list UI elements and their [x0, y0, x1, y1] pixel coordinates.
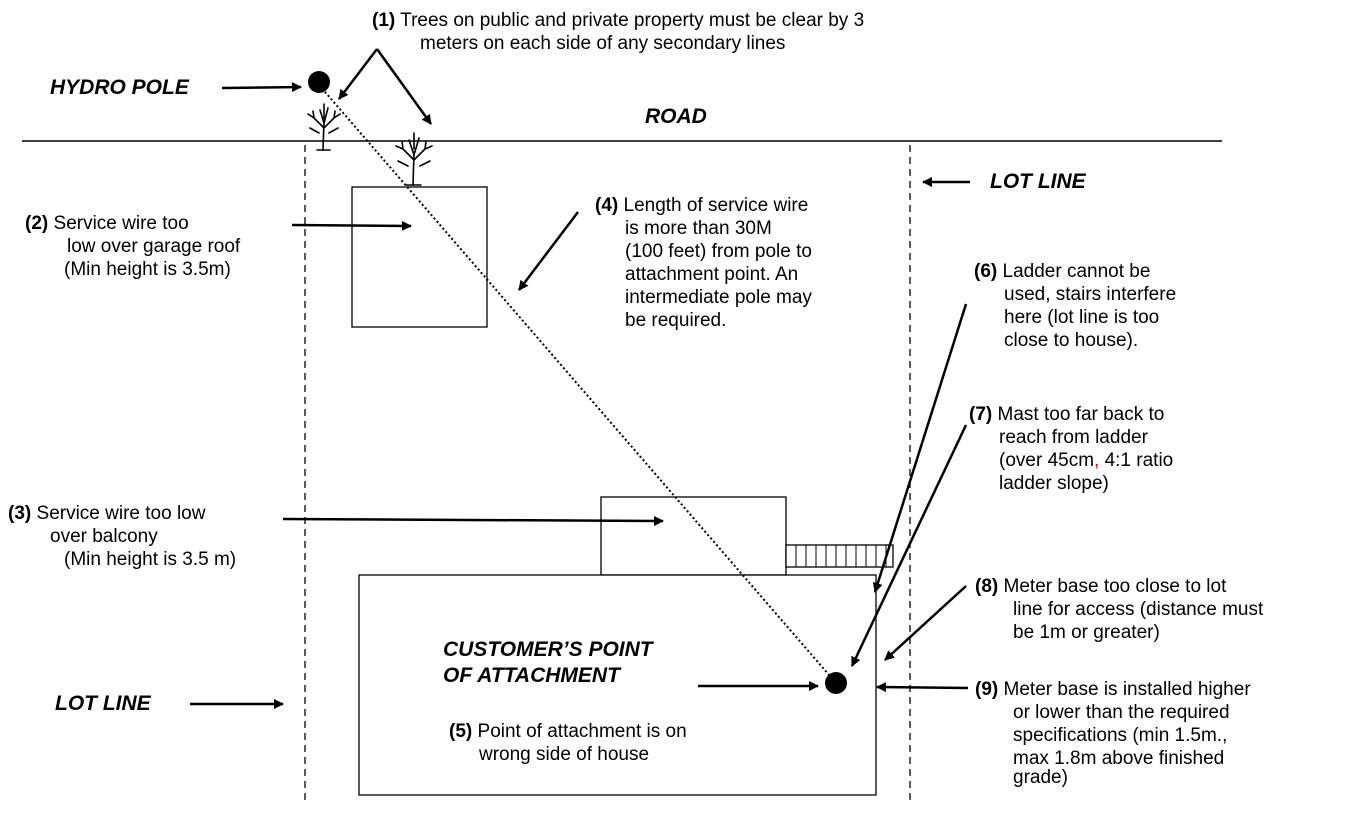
lot-line-right-label: LOT LINE — [990, 170, 1086, 193]
arrow-note3 — [282, 515, 664, 526]
arrow-note9 — [876, 682, 969, 693]
arrow-note4 — [518, 211, 579, 291]
lot-line-left-label: LOT LINE — [55, 692, 151, 715]
note-9: (9) Meter base is installed higher or lo… — [975, 679, 1251, 788]
arrow-note1-right — [375, 48, 433, 125]
note-7: (7) Mast too far back to reach from ladd… — [969, 404, 1174, 494]
note-3: (3) Service wire too low over balcony (M… — [8, 503, 237, 570]
stairs — [785, 544, 894, 568]
customer-poa-label: CUSTOMER’S POINT OF ATTACHMENT — [443, 638, 653, 687]
service-wire — [318, 84, 837, 684]
note-2: (2) Service wire too low over garage roo… — [25, 213, 241, 280]
arrow-note1-left — [338, 48, 378, 100]
arrow-note8 — [884, 585, 967, 661]
note-5: (5) Point of attachment is on wrong side… — [449, 721, 687, 765]
garage — [351, 186, 488, 328]
tree-icon — [307, 103, 341, 151]
arrow-note7 — [850, 424, 968, 667]
balcony — [600, 496, 787, 576]
arrow-note6 — [872, 303, 968, 593]
note-4: (4) Length of service wire is more than … — [595, 195, 812, 331]
road-label: ROAD — [645, 105, 707, 128]
note-8: (8) Meter base too close to lot line for… — [975, 576, 1264, 643]
hydro-pole-label: HYDRO POLE — [50, 76, 189, 99]
note-1: (1) Trees on public and private property… — [372, 10, 865, 54]
arrow-hydro-pole — [221, 82, 302, 93]
tree-icon — [395, 132, 433, 186]
arrow-note2 — [291, 220, 412, 231]
point-of-attachment — [825, 672, 847, 694]
hydro-pole — [308, 71, 330, 93]
note-6: (6) Ladder cannot be used, stairs interf… — [974, 261, 1177, 351]
